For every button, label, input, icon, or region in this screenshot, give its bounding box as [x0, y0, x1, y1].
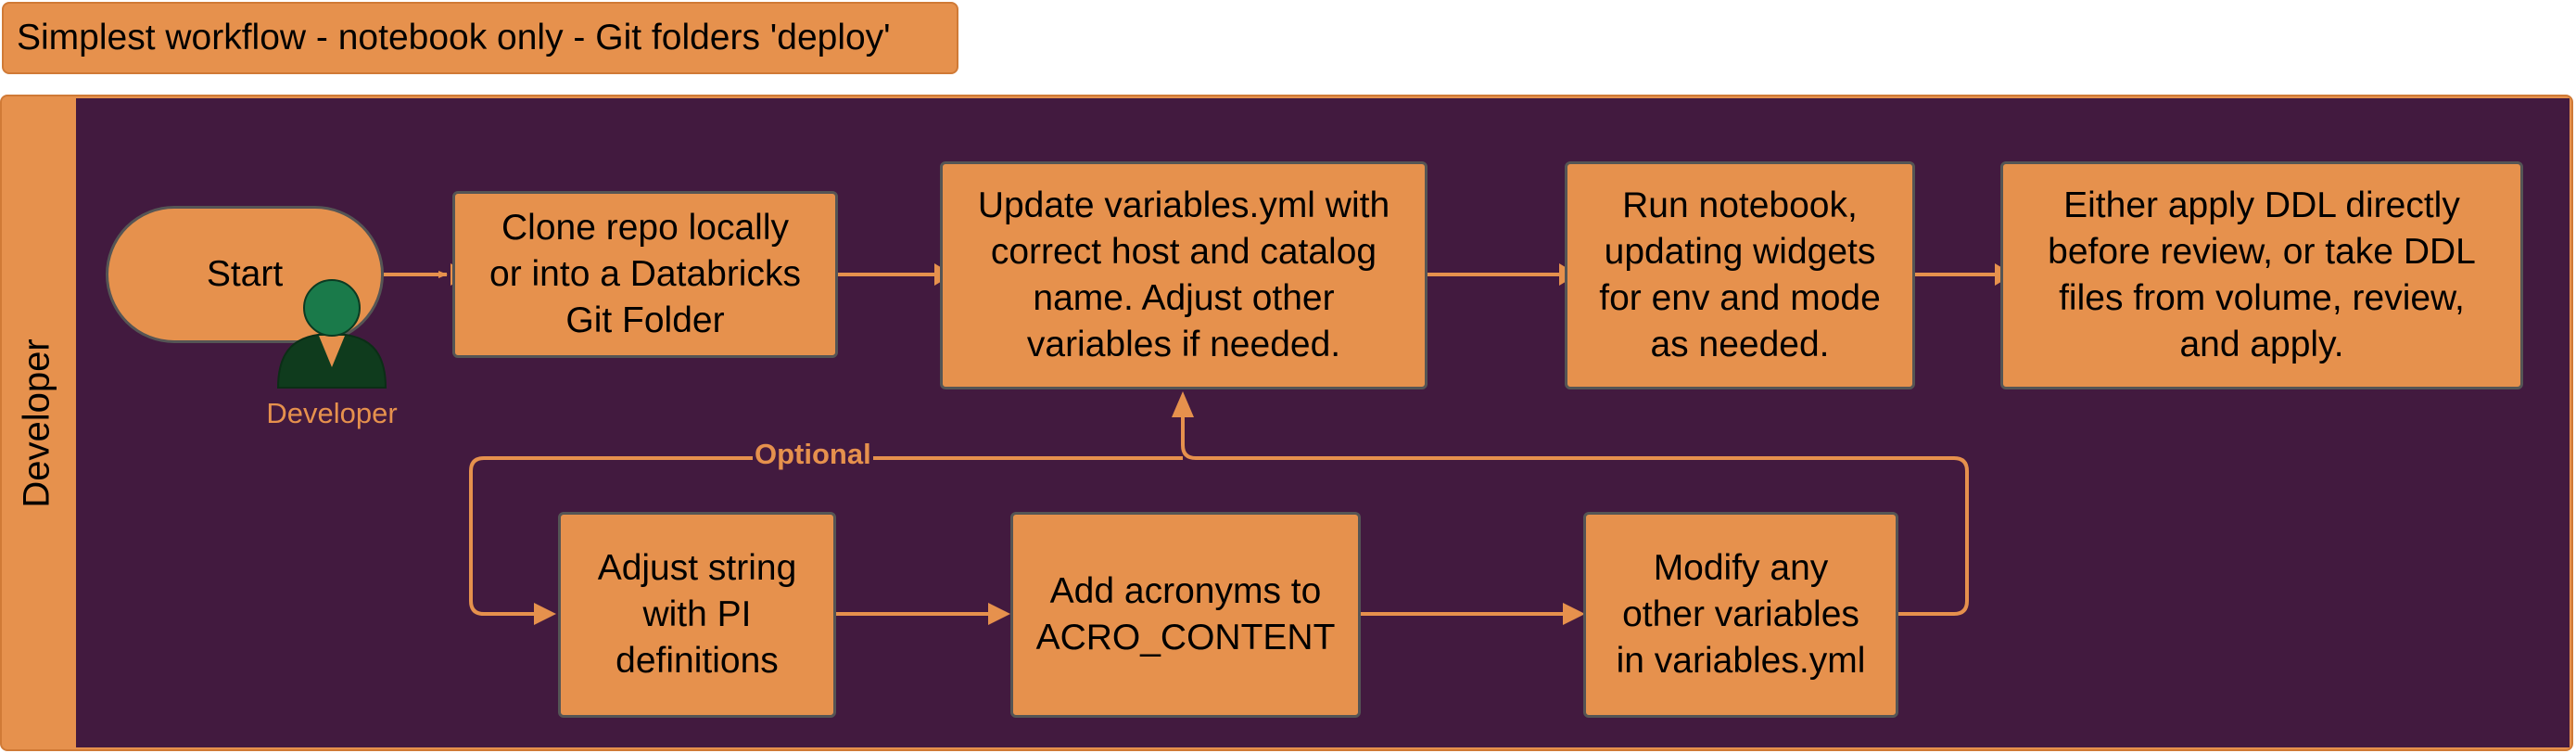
node-add-acronyms: Add acronyms to ACRO_CONTENT: [1010, 512, 1361, 718]
node-adjust-pi-string: Adjust string with PI definitions: [558, 512, 836, 718]
arrowhead-adjust: [534, 603, 556, 625]
node-clone-repo: Clone repo locally or into a Databricks …: [452, 191, 838, 358]
actor-label: Developer: [266, 397, 398, 429]
edge-modify-return: [1181, 415, 1969, 616]
user-icon: [276, 279, 387, 389]
node-apply-ddl: Either apply DDL directly before review,…: [2000, 161, 2523, 389]
node-modify-variables: Modify any other variables in variables.…: [1583, 512, 1898, 718]
arrowhead-modify: [1563, 603, 1585, 625]
node-update-variables: Update variables.yml with correct host a…: [940, 161, 1428, 389]
node-run-notebook: Run notebook, updating widgets for env a…: [1565, 161, 1915, 389]
edge-optional-loop-left: [469, 456, 1183, 616]
optional-label: Optional: [753, 438, 873, 471]
arrowhead-acronyms: [988, 603, 1010, 625]
arrowhead-update-up: [1172, 391, 1194, 417]
diagram-title: Simplest workflow - notebook only - Git …: [2, 2, 958, 74]
